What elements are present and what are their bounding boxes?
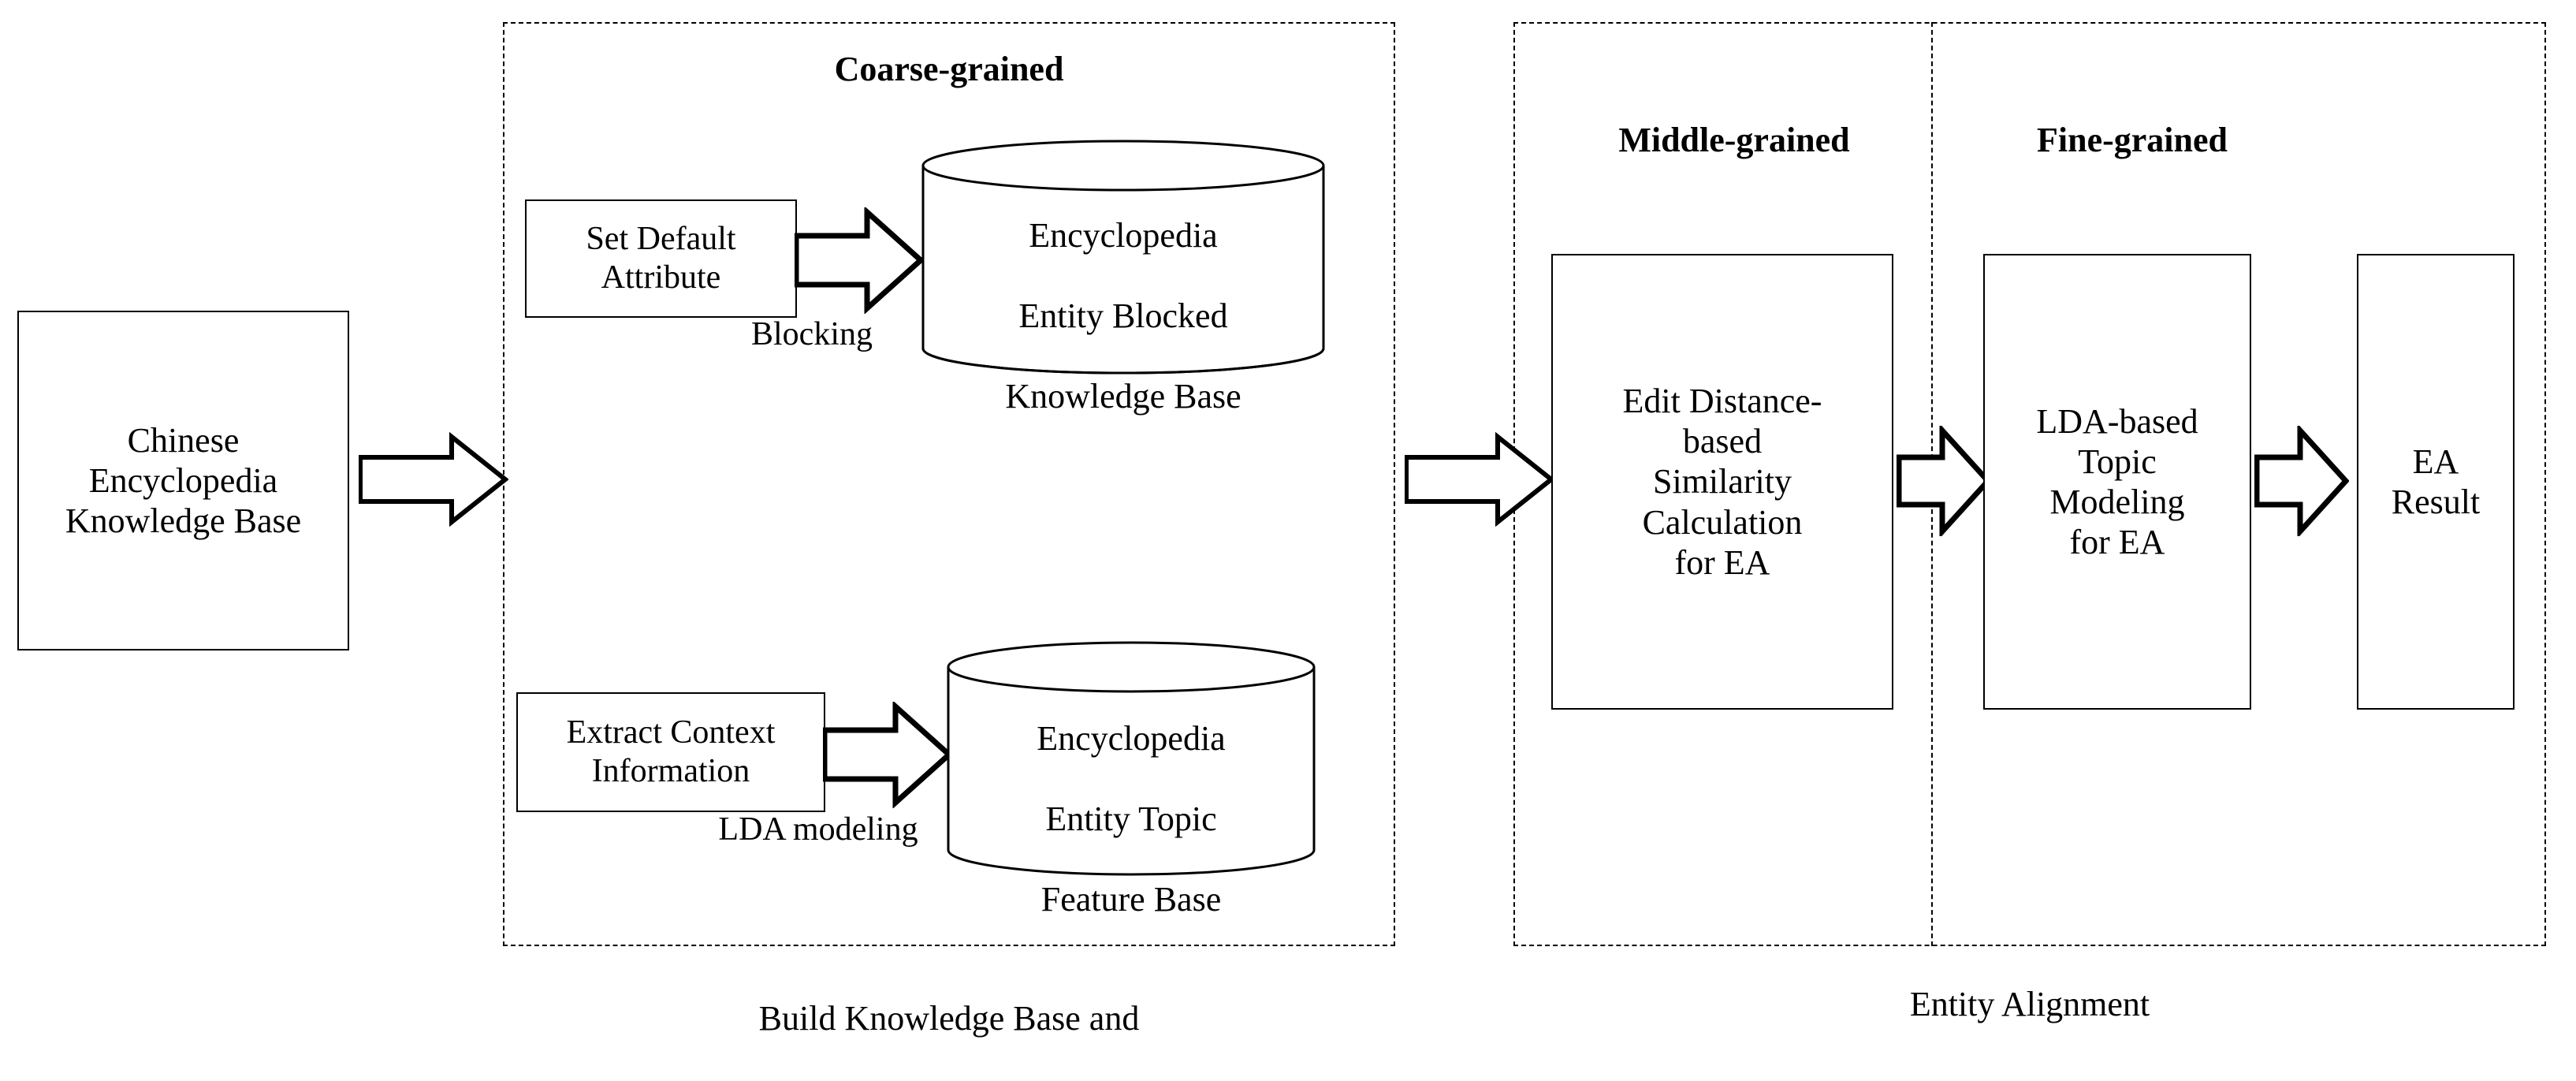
lda-topic-line4: for EA bbox=[2069, 523, 2165, 562]
edit-distance-similarity-box: Edit Distance- based Similarity Calculat… bbox=[1551, 254, 1893, 710]
source-kb-line3: Knowledge Base bbox=[65, 501, 302, 541]
set-default-line1: Set Default bbox=[586, 221, 736, 258]
ea-result-box: EA Result bbox=[2357, 254, 2515, 710]
lda-topic-line3: Modeling bbox=[2049, 483, 2185, 521]
ea-result-line1: EA bbox=[2412, 442, 2459, 481]
arrow-middle-to-fine bbox=[1897, 426, 1991, 536]
set-default-line2: Attribute bbox=[601, 259, 721, 296]
arrow-lda-to-result bbox=[2254, 426, 2349, 536]
extract-context-line1: Extract Context bbox=[566, 714, 776, 751]
coarse-caption-line2: Topic Feature Base bbox=[503, 1079, 1395, 1081]
set-default-attribute-box: Set Default Attribute bbox=[525, 199, 797, 318]
fine-grained-title: Fine-grained bbox=[2037, 121, 2228, 159]
blocking-edge-label: Blocking bbox=[751, 316, 873, 352]
arrow-lda-modeling bbox=[823, 702, 953, 808]
coarse-grained-caption: Build Knowledge Base and Topic Feature B… bbox=[503, 958, 1395, 1081]
lda-topic-modeling-box: LDA-based Topic Modeling for EA bbox=[1983, 254, 2251, 710]
topic-feature-line2: Entity Topic bbox=[1045, 800, 1217, 839]
edit-distance-line3: Similarity bbox=[1652, 462, 1792, 501]
extract-context-line2: Information bbox=[591, 753, 750, 789]
coarse-grained-group bbox=[503, 22, 1395, 946]
edit-distance-line2: based bbox=[1682, 422, 1763, 461]
arrow-coarse-to-alignment bbox=[1405, 432, 1554, 527]
lda-topic-line1: LDA-based bbox=[2036, 401, 2198, 441]
edit-distance-line5: for EA bbox=[1674, 542, 1770, 582]
blocked-kb-line1: Encyclopedia bbox=[1029, 216, 1218, 255]
encyclopedia-entity-topic-feature-base-cylinder: Encyclopedia Entity Topic Feature Base bbox=[946, 640, 1316, 919]
arrow-source-to-coarse bbox=[359, 432, 508, 527]
edit-distance-line4: Calculation bbox=[1642, 502, 1803, 542]
extract-context-information-box: Extract Context Information bbox=[516, 692, 825, 812]
arrow-blocking bbox=[795, 207, 925, 314]
coarse-caption-line1: Build Knowledge Base and bbox=[758, 999, 1140, 1038]
edit-distance-line1: Edit Distance- bbox=[1622, 382, 1822, 421]
lda-topic-line2: Topic bbox=[2078, 442, 2157, 481]
lda-modeling-edge-label: LDA modeling bbox=[718, 811, 918, 848]
source-kb-line2: Encyclopedia bbox=[88, 460, 278, 500]
topic-feature-line1: Encyclopedia bbox=[1037, 719, 1226, 759]
topic-feature-line3: Feature Base bbox=[1040, 880, 1222, 919]
encyclopedia-entity-blocked-kb-cylinder: Encyclopedia Entity Blocked Knowledge Ba… bbox=[921, 139, 1326, 416]
blocked-kb-line2: Entity Blocked bbox=[1018, 296, 1228, 336]
source-kb-line1: Chinese bbox=[127, 420, 240, 460]
ea-result-line2: Result bbox=[2391, 483, 2481, 521]
source-knowledge-base-box: Chinese Encyclopedia Knowledge Base bbox=[17, 311, 349, 650]
blocked-kb-line3: Knowledge Base bbox=[1005, 377, 1241, 416]
entity-alignment-caption: Entity Alignment bbox=[1909, 985, 2150, 1023]
middle-grained-title: Middle-grained bbox=[1618, 121, 1850, 159]
coarse-grained-title: Coarse-grained bbox=[834, 50, 1064, 88]
